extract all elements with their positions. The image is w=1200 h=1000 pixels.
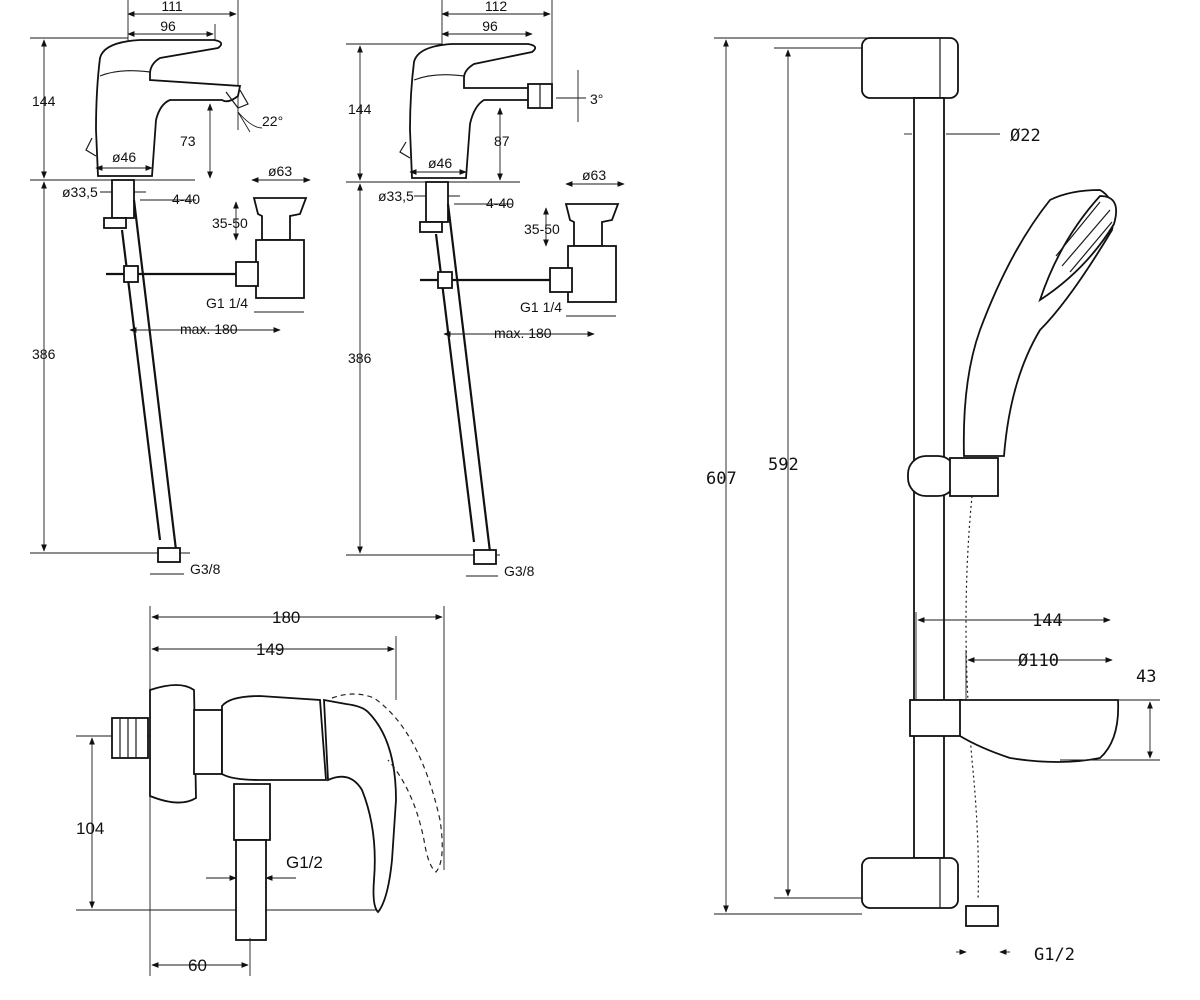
bidet-flex-hose-1: [446, 203, 492, 553]
bidet-waste-outlet: [549, 267, 573, 293]
dim-shower-inlet-thread: G1/2: [286, 853, 323, 872]
dim-bidet-spout-angle: 3°: [590, 91, 603, 107]
bidet-pop-lever: [399, 141, 411, 159]
dim-bidet-waste-dia: ø63: [582, 167, 606, 183]
shower-outlet-nut: [233, 783, 271, 841]
dim-basin-width-spout: 96: [160, 18, 176, 34]
rail-top-bracket: [861, 37, 959, 99]
dim-bidet-rod-length: max. 180: [494, 325, 552, 341]
dim-basin-width-overall: 111: [161, 0, 182, 14]
basin-waste-outlet: [235, 261, 259, 287]
rail-slider-knob: [907, 455, 957, 497]
bidet-rod-clip: [437, 271, 453, 289]
hose-connector-nut: [965, 905, 999, 927]
dim-basin-hose-length: 386: [32, 346, 56, 362]
dim-rail-hose-thread: G1/2: [1034, 945, 1075, 965]
shower-outlet-pipe: [235, 839, 267, 941]
dim-shower-width-overall: 180: [272, 608, 300, 627]
shower-mixer-body: [221, 695, 327, 781]
shower-wall-flange: [149, 684, 197, 804]
dim-basin-waste-range: 35-50: [212, 215, 248, 231]
dim-dish-dia: Ø110: [1018, 651, 1059, 671]
rail-bottom-bracket: [861, 857, 959, 909]
dim-basin-pipe-dia: ø33,5: [62, 184, 98, 200]
dim-shower-width-body: 149: [256, 640, 284, 659]
dim-bidet-inlet-thread: G3/8: [504, 563, 535, 579]
dim-bidet-body-dia: ø46: [428, 155, 452, 171]
angle-arc-basin: [237, 111, 263, 129]
bidet-waste-body: [567, 245, 617, 303]
soap-dish: [959, 699, 1120, 763]
dim-basin-rod-length: max. 180: [180, 321, 238, 337]
dim-dish-width: 144: [1032, 611, 1063, 631]
dim-basin-inlet-thread: G3/8: [190, 561, 221, 577]
dim-basin-waste-dia: ø63: [268, 163, 292, 179]
basin-mounting-stud: [111, 179, 135, 219]
bidet-mixer-body: [409, 43, 537, 179]
basin-mixer-drawing: 111 96 144 386 73 22° ø46 ø33,5 4-40 G3/…: [30, 0, 311, 577]
dim-shower-offset: 60: [188, 956, 207, 975]
dim-bidet-width-spout: 96: [482, 18, 498, 34]
basin-handle-edge: [99, 70, 151, 77]
bidet-mixer-drawing: 112 96 144 386 87 3° ø46 ø33,5 4-40 G3/8: [346, 0, 625, 579]
shower-mixer-drawing: 180 149 104 G1/2 60: [76, 606, 445, 976]
bidet-hose-nut: [473, 549, 497, 565]
dim-rail-dia: Ø22: [1010, 126, 1041, 146]
basin-waste-plug: [252, 197, 308, 241]
basin-mixer-body: [95, 39, 242, 177]
dim-rail-height-overall: 607: [706, 469, 737, 489]
dim-bidet-waste-thread: G1 1/4: [520, 299, 562, 315]
basin-aerator: [225, 89, 249, 109]
shower-body-neck: [193, 709, 223, 775]
dim-bidet-height-top: 144: [348, 101, 372, 117]
dim-rail-height-rail: 592: [768, 455, 799, 475]
dim-basin-waste-thread: G1 1/4: [206, 295, 248, 311]
dim-bidet-width-overall: 112: [485, 0, 508, 14]
basin-pop-lever: [85, 137, 97, 157]
dim-bidet-thickness: 4-40: [486, 195, 514, 211]
hand-shower-nozzles: [1055, 201, 1113, 273]
dim-basin-spout-angle: 22°: [262, 113, 283, 129]
dim-bidet-waste-range: 35-50: [524, 221, 560, 237]
dim-basin-spout-height: 73: [180, 133, 196, 149]
basin-hose-nut: [157, 547, 181, 563]
shower-inlet-thread-left: [111, 717, 149, 759]
basin-flex-hose-1: [132, 199, 178, 551]
shower-rail-drawing: 607 592 Ø22 G1/2 144 Ø110 43: [706, 37, 1160, 965]
shower-hose: [965, 495, 979, 901]
dim-bidet-spout-height: 87: [494, 133, 510, 149]
dim-basin-height-top: 144: [32, 93, 56, 109]
shower-lever-handle: [323, 698, 397, 914]
bidet-waste-plug: [564, 203, 620, 247]
shower-thread-lines: [119, 718, 137, 758]
soap-dish-clamp: [909, 699, 963, 737]
angle-line-basin: [237, 111, 251, 133]
dim-bidet-pipe-dia: ø33,5: [378, 188, 414, 204]
dim-basin-body-dia: ø46: [112, 149, 136, 165]
dim-shower-height: 104: [76, 819, 104, 838]
basin-waste-body: [255, 239, 305, 299]
dim-dish-height: 43: [1136, 667, 1156, 687]
dim-basin-thickness: 4-40: [172, 191, 200, 207]
bidet-stud-nut: [419, 221, 443, 233]
dim-bidet-hose-length: 386: [348, 350, 372, 366]
basin-stud-nut: [103, 217, 127, 229]
basin-rod-clip: [123, 265, 139, 283]
bidet-handle-edge: [413, 74, 465, 81]
rail-slider-holder: [949, 457, 999, 497]
bidet-mounting-stud: [425, 181, 449, 223]
